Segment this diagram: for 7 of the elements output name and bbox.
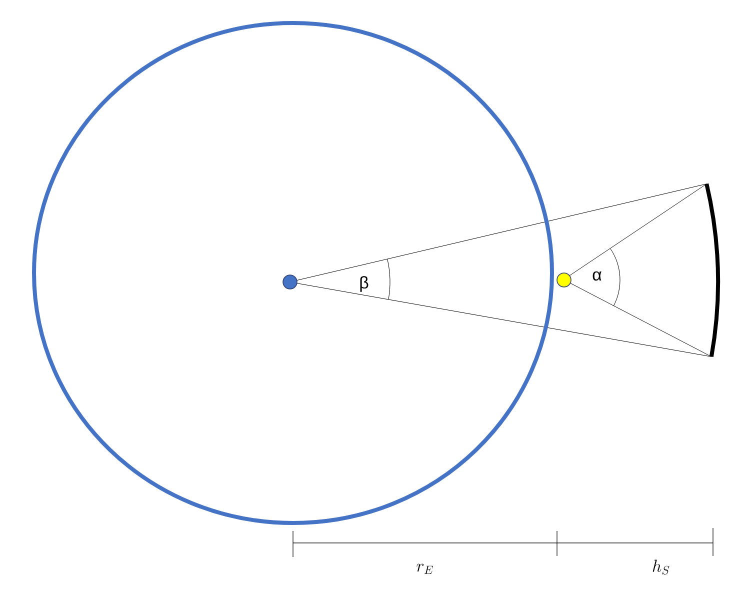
earth-circle	[32, 21, 554, 525]
dimension-label: $h_S$	[652, 560, 670, 575]
dimension-label: $r_E$	[416, 564, 433, 574]
observer-dot	[556, 272, 572, 288]
angle-label: α	[592, 271, 602, 281]
angle-label: β	[360, 276, 368, 292]
center-dot	[282, 274, 298, 290]
